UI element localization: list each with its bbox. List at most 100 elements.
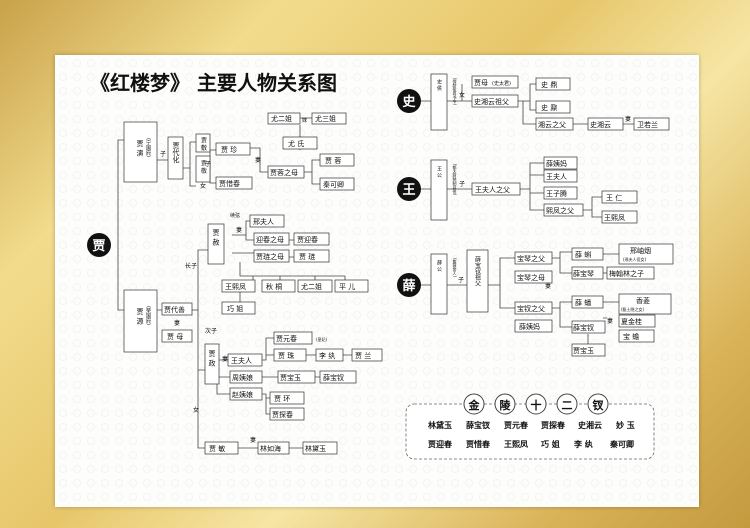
jia-xichun-node: 贾惜春 <box>219 179 240 188</box>
xue-badge <box>397 273 421 297</box>
jia-rong-node: 贾 蓉 <box>325 156 341 165</box>
jia-huan-node: 贾 环 <box>274 395 290 403</box>
xiang-ling-node: 香菱 <box>636 296 650 305</box>
link-qi-xue: 妻 <box>545 282 551 290</box>
twelve-heading: 金 陵 十 二 钗 <box>463 393 609 415</box>
wang-ziteng-node: 王子腾 <box>546 189 567 198</box>
qiao-jie-node: 巧 姐 <box>227 304 243 313</box>
jia-yan-node: 贾 演 <box>136 140 144 157</box>
xue-baochai-xue-node: 薛宝钗 <box>573 323 594 332</box>
twelve-heading-char-2: 陵 <box>500 398 512 412</box>
xue-ke-node: 薛 蝌 <box>575 250 591 259</box>
huangfei-label: (皇妃) <box>316 336 328 342</box>
twelve-name: 贾探春 <box>541 420 565 430</box>
jia-zhen-node: 贾 珍 <box>221 145 237 154</box>
baoqin-father-node: 宝琴之父 <box>517 254 545 263</box>
shi-ding-node: 史 鼎 <box>541 80 557 89</box>
xue-pan-node: 薛 蟠 <box>575 298 591 307</box>
jia-lan-node: 贾 兰 <box>355 351 371 360</box>
shi-nai-node: 史 鼐 <box>541 103 557 112</box>
zhao-yiniang-node: 赵姨娘 <box>232 390 253 399</box>
shi-taijun-label: (史太君) <box>492 80 511 87</box>
link-zi-1: 子 <box>160 151 166 158</box>
jia-mu-node: 贾 母 <box>167 333 183 341</box>
jia-lian-mother-node: 贾琏之母 <box>256 252 284 261</box>
link-qi-zhen: 妻 <box>255 156 261 164</box>
jia-yuan-node: 贾 源 <box>136 308 144 325</box>
shi-xiangyun-grandfather-node: 史湘云祖父 <box>474 97 509 106</box>
xue-baochai-jia-node: 薛宝钗 <box>323 373 344 382</box>
xue-baoqin-node: 薛宝琴 <box>573 269 594 278</box>
jia-baoyu-xue-node: 贾宝玉 <box>573 346 594 355</box>
link-qi-jm: 妻 <box>174 319 180 327</box>
rong-guo-fu-label: (荣国府) <box>145 306 151 325</box>
twelve-name: 李 纨 <box>573 439 593 449</box>
jia-zhu-node: 贾 珠 <box>278 351 294 360</box>
you-erjie-node: 尤二姐 <box>271 114 292 123</box>
link-qi-she: 妻 <box>236 226 242 234</box>
xifeng-father-node: 熙凤之父 <box>546 206 574 215</box>
shi-badge-text: 史 <box>402 94 416 110</box>
link-mei: 妹 <box>302 117 307 124</box>
twelve-names: 林黛玉 薛宝钗 贾元春 贾探春 史湘云 妙 玉 贾迎春 贾惜春 王熙凤 巧 姐 … <box>428 420 635 449</box>
jia-jing-node: 贾 敬 <box>200 160 207 175</box>
twelve-name: 巧 姐 <box>541 439 560 449</box>
poster: 《红楼梦》 主要人物关系图 贾 贾 演 (宁国府) 子 贾代 <box>55 55 699 507</box>
xue-yima-xue-node: 薛姨妈 <box>519 322 540 331</box>
xia-jingui-node: 夏金桂 <box>621 317 642 326</box>
link-nv-shi: 女 <box>459 91 465 99</box>
link-zi-wang: 子 <box>459 181 465 188</box>
you-sanjie-node: 尤三姐 <box>315 114 336 123</box>
xue-baochai-grandfather-node: 薛宝钗祖父 <box>474 255 481 286</box>
twelve-name: 王熙凤 <box>504 440 528 449</box>
shi-hou-node: 史 侯 <box>436 78 442 92</box>
xiang-note: (甄士隐之女) <box>621 306 645 312</box>
link-fu-shi: 妻 <box>625 115 631 123</box>
jia-daihua-node: 贾代化 <box>172 142 180 164</box>
twelve-heading-char-5: 钗 <box>593 398 605 412</box>
twelve-name: 贾元春 <box>504 420 528 430</box>
jia-lian-node: 贾 琏 <box>299 252 315 261</box>
wei-ruolan-node: 卫若兰 <box>637 120 658 129</box>
link-changzi: 长子 <box>185 262 197 270</box>
you-shi-node: 尤 氏 <box>288 139 304 148</box>
lin-daiyu-jia-node: 林黛玉 <box>305 444 326 453</box>
ping-er-node: 平 儿 <box>339 283 355 291</box>
link-zi-xue: 子 <box>458 277 464 284</box>
shi-nodes: 史 侯 (保龄侯尚书令) 贾母 (史太君) 女 史湘云祖父 史 鼎 史 鼐 湘云… <box>430 73 670 131</box>
twelve-heading-char-3: 十 <box>531 398 542 412</box>
jia-baoyu-jia-node: 贾宝玉 <box>280 373 301 382</box>
jia-min-node: 贾 敏 <box>209 444 225 453</box>
twelve-name: 林黛玉 <box>428 420 452 430</box>
yingchun-mother-node: 迎春之母 <box>256 235 284 244</box>
xing-furen-node: 邢夫人 <box>253 217 274 226</box>
link-qi-pan: 妻 <box>607 317 613 325</box>
relationship-diagram: 《红楼梦》 主要人物关系图 贾 贾 演 (宁国府) 子 贾代 <box>55 55 699 507</box>
jia-badge-text: 贾 <box>92 239 105 254</box>
ning-guo-fu-label: (宁国府) <box>145 138 151 157</box>
twelve-name: 妙 玉 <box>616 420 635 430</box>
jia-she-node: 贾 赦 <box>212 229 220 246</box>
zhou-yiniang-node: 周姨娘 <box>232 373 253 382</box>
baochai-father-node: 宝钗之父 <box>517 304 545 313</box>
wang-note: (都太尉统制县伯) <box>453 164 458 196</box>
shi-note: (保龄侯尚书令) <box>453 78 458 106</box>
link-jixian-1: 续弦 <box>230 212 240 219</box>
wang-gong-node: 王 公 <box>436 166 442 178</box>
wang-furen-wang-node: 王夫人 <box>546 172 567 181</box>
link-cizi: 次子 <box>205 327 217 335</box>
mei-hanlin-node: 梅翰林之子 <box>609 269 644 278</box>
baoqin-mother-node: 宝琴之母 <box>517 273 545 282</box>
link-nv-1: 女 <box>200 182 206 190</box>
page-title: 《红楼梦》 主要人物关系图 <box>90 71 337 95</box>
link-fu-min: 妻 <box>250 436 256 444</box>
xing-xiuyan-node: 邢岫烟 <box>630 246 651 255</box>
twelve-name: 贾迎春 <box>428 439 452 449</box>
jia-badge <box>87 233 111 257</box>
link-zi-jing: 子 <box>205 161 211 168</box>
qin-keqing-node: 秦可卿 <box>323 180 344 189</box>
jia-tanchun-node: 贾探春 <box>272 410 293 419</box>
bao-chan-node: 宝 蟾 <box>623 332 639 341</box>
xue-badge-text: 薛 <box>402 278 415 294</box>
link-nv-2: 女 <box>193 406 199 414</box>
